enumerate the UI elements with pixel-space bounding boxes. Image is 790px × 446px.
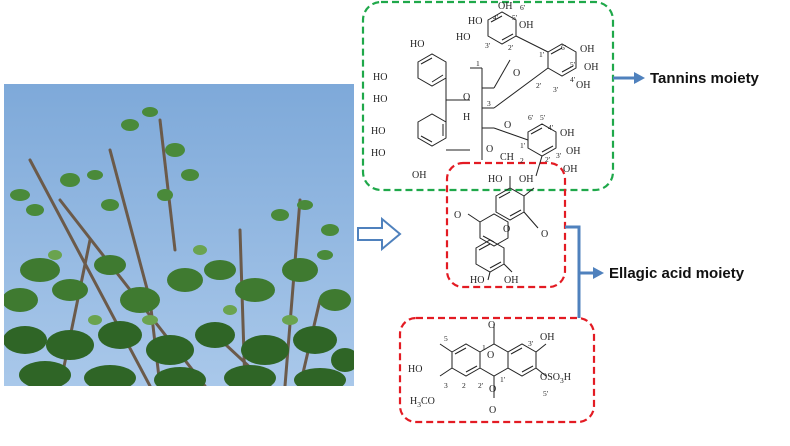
ellagic-connector-arrow <box>565 225 604 318</box>
svg-text:4': 4' <box>570 75 576 84</box>
ellagic-derivative-structure: O OH HO O O O H3CO OSO3H 5 1 1' 3' 2 3 5… <box>408 320 571 416</box>
svg-text:HO: HO <box>410 39 424 50</box>
svg-text:4': 4' <box>493 13 499 22</box>
svg-text:HO: HO <box>468 16 482 27</box>
svg-text:1: 1 <box>482 343 486 352</box>
svg-text:3: 3 <box>444 381 448 390</box>
svg-text:2': 2' <box>536 81 542 90</box>
svg-text:OH: OH <box>584 62 598 73</box>
svg-text:3': 3' <box>528 339 534 348</box>
svg-text:2': 2' <box>508 43 514 52</box>
svg-text:5': 5' <box>540 113 546 122</box>
svg-text:6': 6' <box>561 43 567 52</box>
plant-photo <box>4 84 354 386</box>
ellagic-acid-structure: HO OH O O O HO OH <box>454 174 548 286</box>
svg-text:OSO3H: OSO3H <box>540 372 571 385</box>
svg-text:2: 2 <box>520 156 524 165</box>
svg-text:H3CO: H3CO <box>410 396 435 409</box>
svg-text:O: O <box>488 320 495 331</box>
svg-text:OH: OH <box>580 44 594 55</box>
svg-text:5': 5' <box>512 13 518 22</box>
svg-text:O: O <box>486 144 493 155</box>
svg-text:O: O <box>504 120 511 131</box>
svg-text:OH: OH <box>560 128 574 139</box>
svg-text:CH: CH <box>500 152 514 163</box>
derivative-dashed-box <box>398 316 596 424</box>
svg-text:3': 3' <box>556 151 562 160</box>
svg-text:HO: HO <box>408 364 422 375</box>
ellagic-acid-moiety-label: Ellagic acid moiety <box>609 265 745 282</box>
svg-text:1: 1 <box>476 59 480 68</box>
svg-text:1': 1' <box>500 375 506 384</box>
hollow-arrow <box>357 216 402 252</box>
svg-text:O: O <box>463 92 470 103</box>
svg-text:OH: OH <box>540 332 554 343</box>
svg-text:2': 2' <box>478 381 484 390</box>
svg-text:OH: OH <box>576 80 590 91</box>
svg-text:O: O <box>513 68 520 79</box>
svg-text:OH: OH <box>563 164 577 175</box>
svg-text:HO: HO <box>373 72 387 83</box>
svg-text:OH: OH <box>412 170 426 181</box>
svg-text:1': 1' <box>520 141 526 150</box>
svg-text:O: O <box>454 210 461 221</box>
svg-text:1': 1' <box>539 50 545 59</box>
svg-text:OH: OH <box>519 174 533 185</box>
svg-text:4': 4' <box>548 123 554 132</box>
svg-text:2: 2 <box>462 381 466 390</box>
svg-text:6': 6' <box>528 113 534 122</box>
tannins-connector-arrow <box>613 72 645 84</box>
svg-text:O: O <box>489 405 496 416</box>
tannins-dashed-box <box>361 0 615 192</box>
svg-text:O: O <box>487 350 494 361</box>
tannin-structure: OH HO OH OH OH OH HO HO HO HO HO OH OH O… <box>371 1 598 181</box>
svg-text:5': 5' <box>570 60 576 69</box>
svg-text:HO: HO <box>373 94 387 105</box>
svg-text:OH: OH <box>519 20 533 31</box>
ellagic-dashed-box <box>445 161 567 289</box>
svg-text:OH: OH <box>504 275 518 286</box>
svg-text:OH: OH <box>498 1 512 12</box>
svg-text:HO: HO <box>371 148 385 159</box>
svg-text:OH: OH <box>566 146 580 157</box>
svg-text:5: 5 <box>444 334 448 343</box>
tannins-moiety-label: Tannins moiety <box>650 70 760 87</box>
svg-text:O: O <box>503 224 510 235</box>
svg-text:HO: HO <box>470 275 484 286</box>
svg-text:O: O <box>489 384 496 395</box>
svg-text:3': 3' <box>485 41 491 50</box>
svg-text:HO: HO <box>371 126 385 137</box>
svg-text:HO: HO <box>456 32 470 43</box>
svg-text:3: 3 <box>487 99 491 108</box>
svg-text:H: H <box>463 112 470 123</box>
svg-text:3': 3' <box>553 85 559 94</box>
svg-text:5': 5' <box>543 389 549 398</box>
svg-text:O: O <box>541 229 548 240</box>
svg-text:HO: HO <box>488 174 502 185</box>
svg-text:2': 2' <box>545 155 551 164</box>
svg-text:6': 6' <box>520 3 526 12</box>
